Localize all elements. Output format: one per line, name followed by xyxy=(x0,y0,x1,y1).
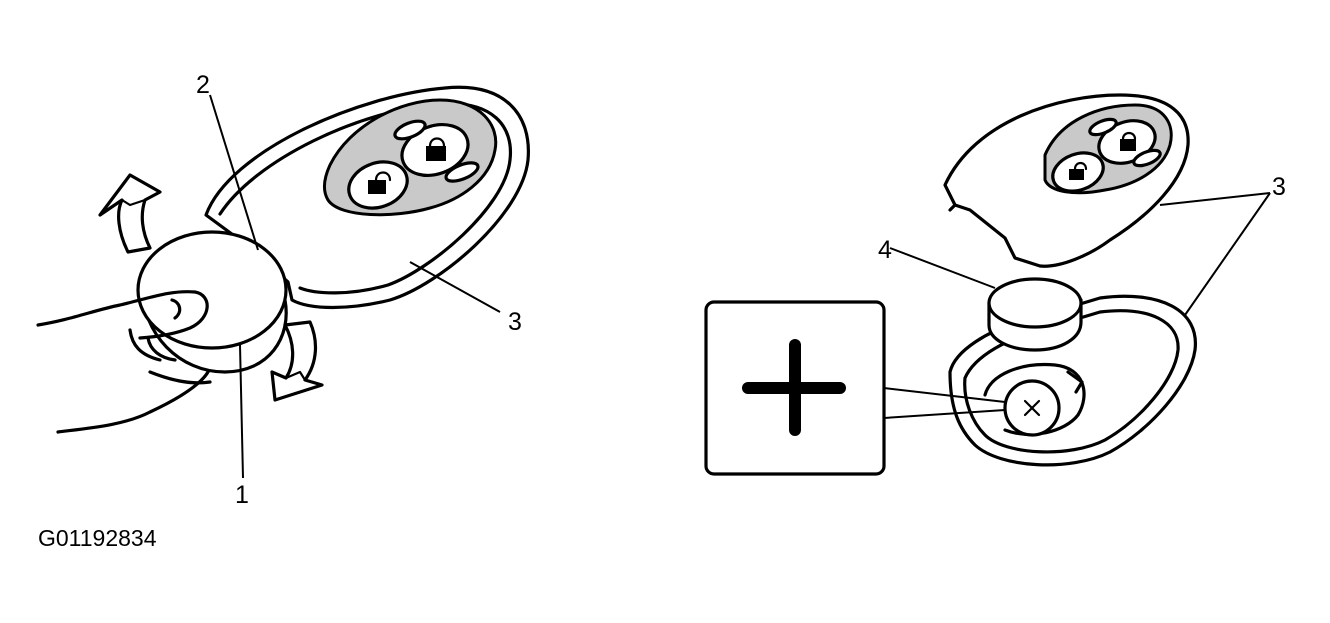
battery-coin-right xyxy=(987,277,1083,352)
callout-3-right: 3 xyxy=(1272,173,1286,201)
bent-arrow-icon-lower xyxy=(270,320,324,402)
bent-arrow-icon xyxy=(98,173,162,254)
callout-1: 1 xyxy=(235,481,249,509)
callout-2: 2 xyxy=(196,71,210,99)
fob-top-cover xyxy=(943,93,1190,268)
small-button-top xyxy=(393,119,427,141)
battery-coin-left xyxy=(136,230,288,374)
figure-id: G01192834 xyxy=(38,525,157,551)
callout-4: 4 xyxy=(878,236,892,264)
padlock-locked-icon-right xyxy=(1120,131,1137,151)
plus-sign-icon xyxy=(742,339,846,436)
padlock-locked-icon xyxy=(426,137,446,161)
hand xyxy=(36,290,212,434)
key-fob-housing xyxy=(204,85,530,310)
callout-3-left: 3 xyxy=(508,308,522,336)
polarity-inset xyxy=(704,300,886,476)
small-button-bottom xyxy=(444,161,480,183)
left-illustration: 2 1 3 xyxy=(36,71,530,509)
polarity-mark-small xyxy=(1023,399,1041,417)
padlock-unlocked-icon xyxy=(368,171,392,194)
padlock-unlocked-icon-right xyxy=(1069,161,1088,180)
right-illustration: 4 3 xyxy=(704,93,1286,476)
